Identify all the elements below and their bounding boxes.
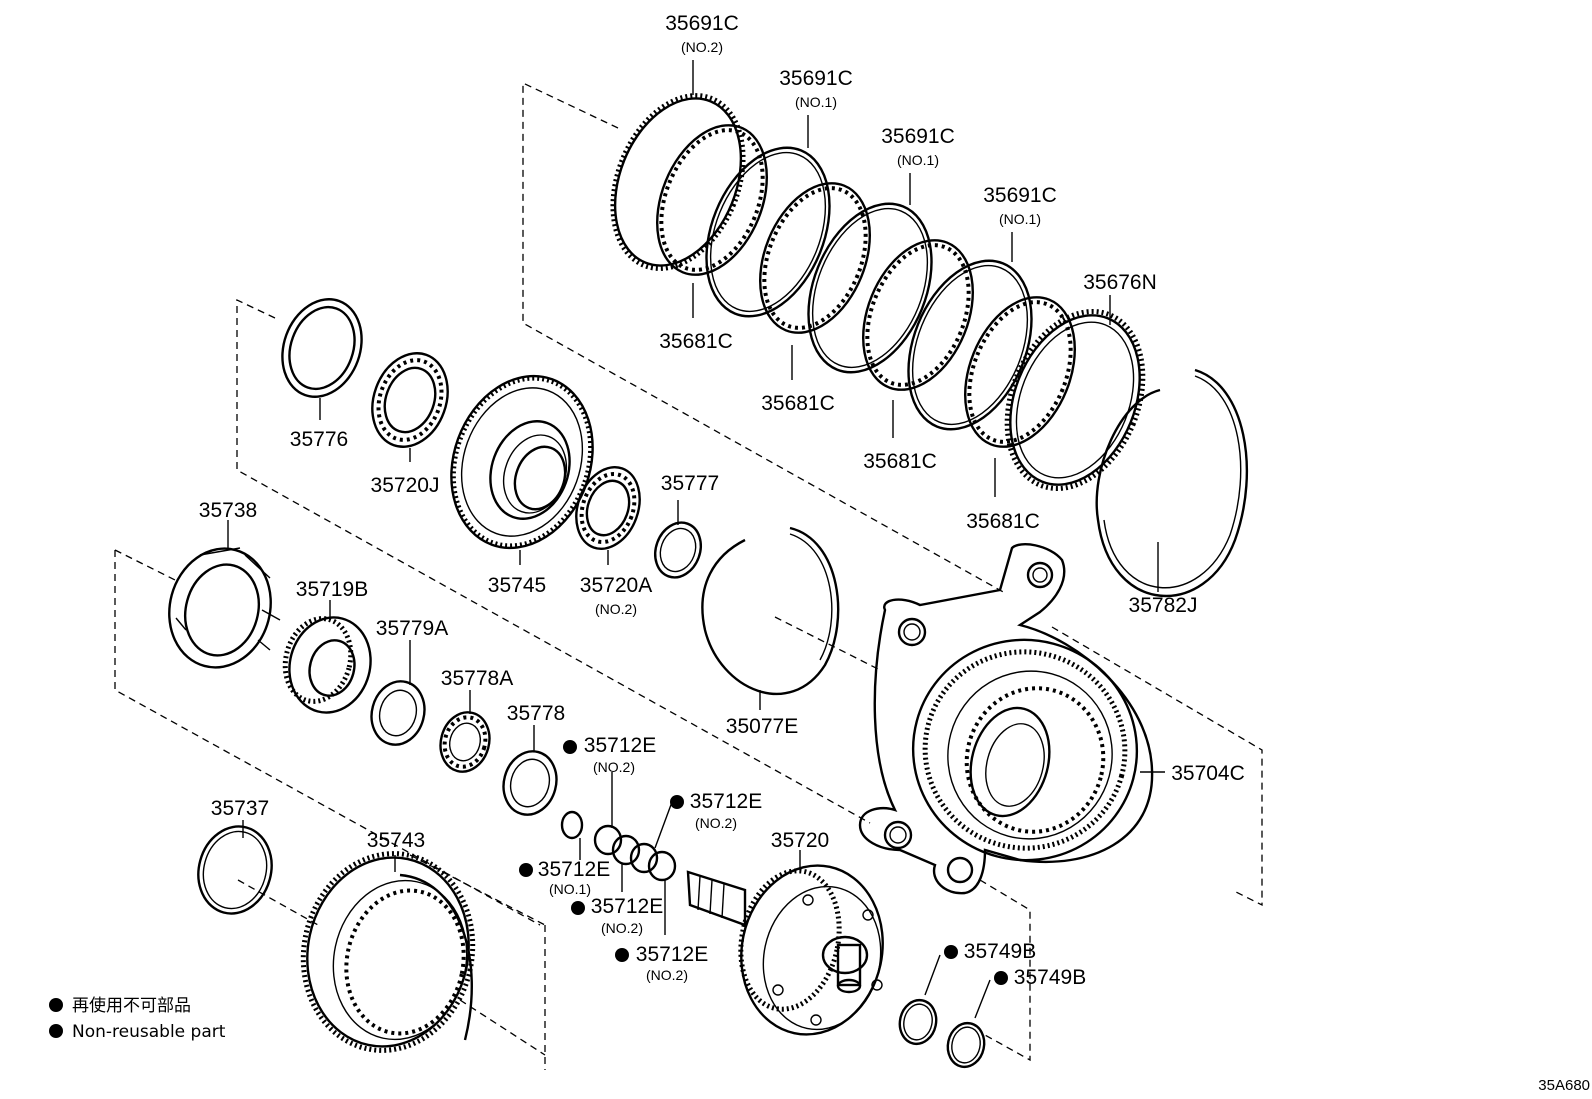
label-35743: 35743 [367, 829, 425, 852]
clutch-plate-stack [610, 93, 1249, 598]
drum-housing-35704c [858, 543, 1154, 895]
label-35691c-no1-c: 35691C [983, 184, 1057, 207]
label-35691c-no1-a-sub: (NO.1) [795, 94, 837, 110]
label-35691c-no2: 35691C [665, 12, 739, 35]
label-35719b: 35719B [296, 578, 368, 601]
legend-dot-icon [49, 998, 63, 1012]
non-reusable-dot [615, 948, 629, 962]
label-35712e-b: 35712E [690, 790, 762, 813]
middle-parts-group [281, 298, 840, 695]
label-35712e-a: 35712E [584, 734, 656, 757]
label-35777: 35777 [661, 472, 719, 495]
label-35712e-e-sub: (NO.2) [646, 967, 688, 983]
label-35712e-e: 35712E [636, 943, 708, 966]
label-35681c-a: 35681C [659, 330, 733, 353]
legend-english: Non-reusable part [72, 1022, 226, 1042]
non-reusable-dot [944, 945, 958, 959]
label-35691c-no1-c-sub: (NO.1) [999, 211, 1041, 227]
non-reusable-dot [563, 740, 577, 754]
label-35720a-sub: (NO.2) [595, 601, 637, 617]
label-35712e-c-sub: (NO.1) [549, 881, 591, 897]
label-35720a: 35720A [580, 574, 652, 597]
label-35749b-a: 35749B [964, 940, 1036, 963]
label-35712e-a-sub: (NO.2) [593, 759, 635, 775]
label-35712e-c: 35712E [538, 858, 610, 881]
label-35681c-b: 35681C [761, 392, 835, 415]
non-reusable-dot [571, 901, 585, 915]
label-35712e-d-sub: (NO.2) [601, 920, 643, 936]
non-reusable-dot [994, 971, 1008, 985]
label-35691c-no1-b: 35691C [881, 125, 955, 148]
label-35681c-d: 35681C [966, 510, 1040, 533]
label-35676n: 35676N [1083, 271, 1157, 294]
label-35712e-b-sub: (NO.2) [695, 815, 737, 831]
label-35691c-no1-a: 35691C [779, 67, 853, 90]
label-35779a: 35779A [376, 617, 448, 640]
legend-japanese: 再使用不可部品 [72, 995, 191, 1016]
label-35077e: 35077E [726, 715, 798, 738]
lower-left-parts [168, 547, 677, 1053]
label-35720j: 35720J [371, 474, 440, 497]
label-35776: 35776 [290, 428, 348, 451]
label-35712e-d: 35712E [591, 895, 663, 918]
non-reusable-dot [670, 795, 684, 809]
group-outlines [114, 81, 1263, 1070]
label-35782j: 35782J [1129, 594, 1198, 617]
part-labels: 35691C (NO.2) 35691C (NO.1) 35691C (NO.1… [199, 12, 1245, 989]
legend: 再使用不可部品 Non-reusable part [49, 995, 226, 1042]
diagram-code: 35A680 [1538, 1077, 1590, 1094]
label-35745: 35745 [488, 574, 546, 597]
label-35681c-c: 35681C [863, 450, 937, 473]
label-35778a: 35778A [441, 667, 513, 690]
label-35720: 35720 [771, 829, 829, 852]
non-reusable-dot [519, 863, 533, 877]
legend-dot-icon [49, 1024, 63, 1038]
label-35704c: 35704C [1171, 762, 1245, 785]
label-35737: 35737 [211, 797, 269, 820]
label-35691c-no2-sub: (NO.2) [681, 39, 723, 55]
planetary-gear-35720 [686, 864, 986, 1069]
label-35691c-no1-b-sub: (NO.1) [897, 152, 939, 168]
label-35749b-b: 35749B [1014, 966, 1086, 989]
leader-lines [227, 60, 1165, 1019]
label-35778: 35778 [507, 702, 565, 725]
label-35738: 35738 [199, 499, 257, 522]
